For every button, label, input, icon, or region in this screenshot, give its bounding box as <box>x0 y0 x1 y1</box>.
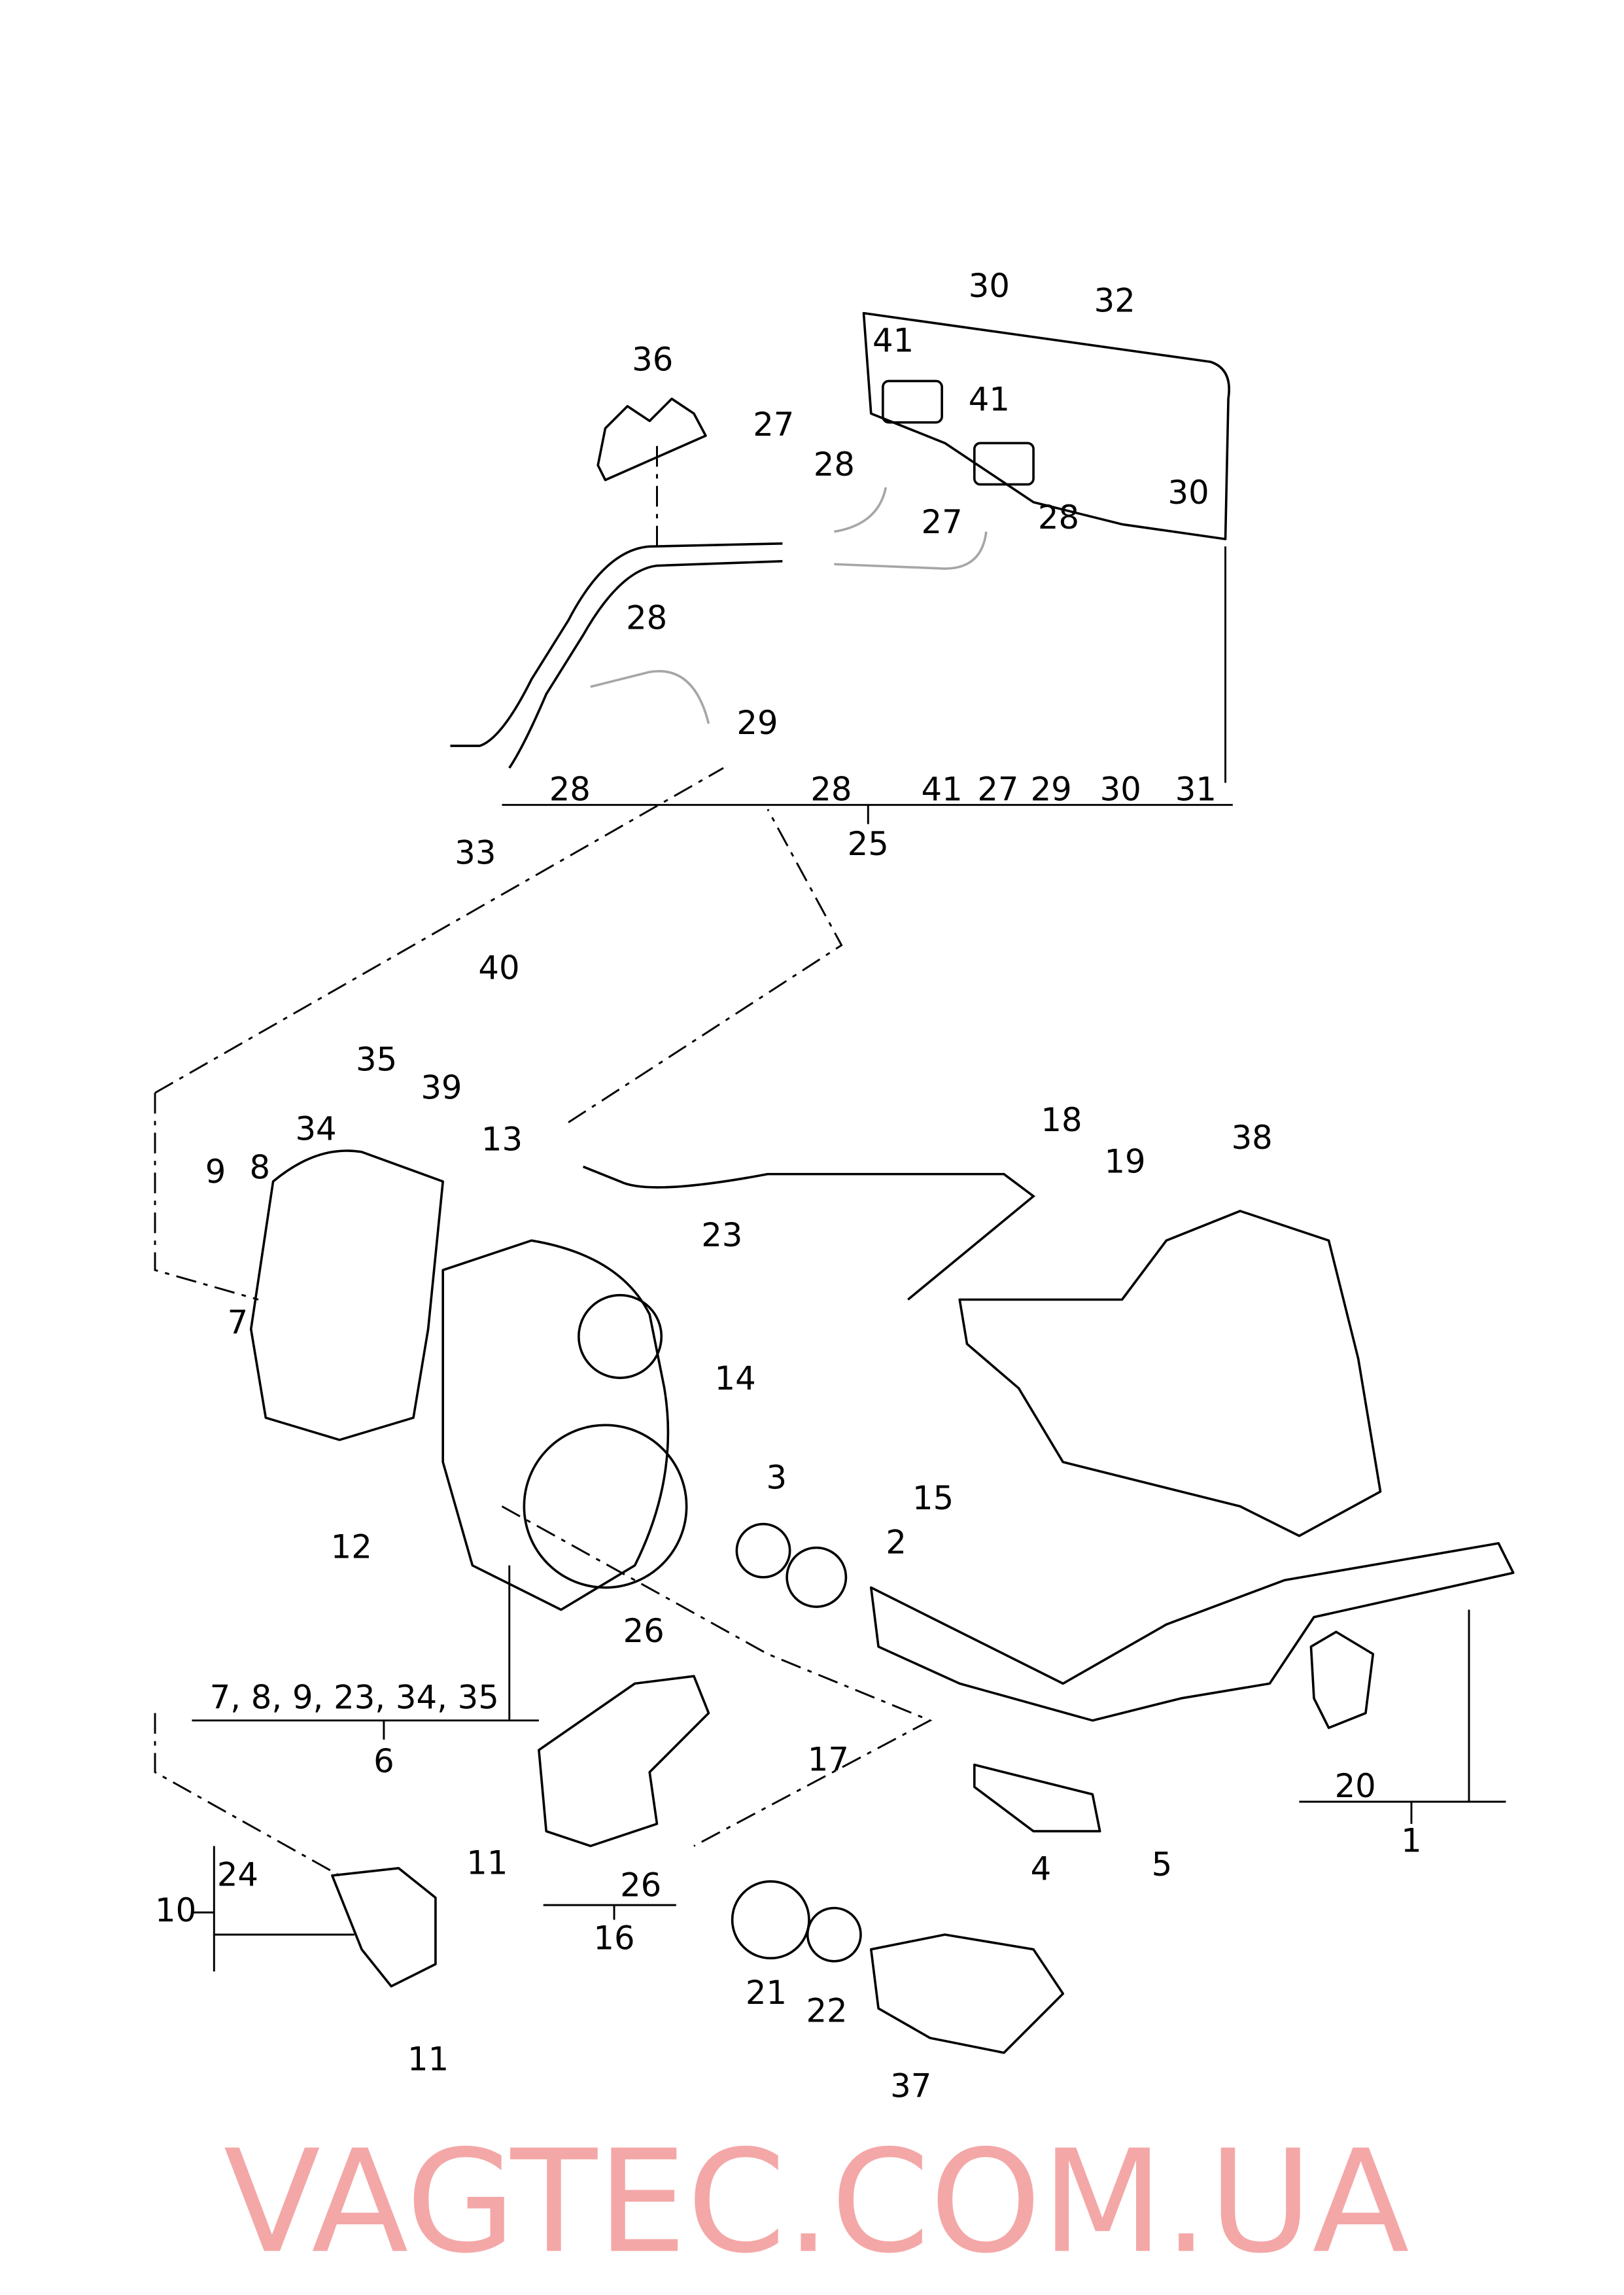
callout: 41 <box>922 770 963 808</box>
callout: 22 <box>806 1991 847 2029</box>
callout: 40 <box>478 949 519 987</box>
leader-lines <box>154 443 1506 1972</box>
support-16 <box>538 1675 710 1848</box>
callout: 30 <box>969 267 1010 305</box>
callout: 10 <box>155 1891 196 1929</box>
heat-shield-34 <box>249 1149 444 1441</box>
turbocharger-6 <box>441 1239 670 1611</box>
clamp-21 <box>731 1880 810 1960</box>
callout: 26 <box>623 1612 665 1650</box>
callout: 21 <box>746 1974 787 2012</box>
callout: 41 <box>872 321 914 359</box>
callout: 28 <box>814 446 855 483</box>
callout: 30 <box>1100 770 1141 808</box>
callout: 12 <box>331 1528 372 1566</box>
callout: 29 <box>736 704 778 742</box>
callout: 28 <box>549 770 591 808</box>
callout: 13 <box>481 1120 523 1158</box>
callout: 28 <box>1038 499 1079 536</box>
pressure-pipe-upper <box>450 542 783 747</box>
pressure-pipe-lower <box>508 560 783 769</box>
callout: 35 <box>356 1041 397 1079</box>
hose-28c <box>590 670 710 724</box>
callout: 1 <box>1401 1822 1422 1860</box>
callout: 25 <box>848 825 889 863</box>
callout: 17 <box>808 1741 849 1779</box>
hose-28b <box>834 531 988 570</box>
callout: 39 <box>421 1068 462 1106</box>
callout: 27 <box>922 503 963 541</box>
callout: 16 <box>593 1919 634 1957</box>
callout: 9 <box>205 1153 226 1191</box>
callout: 18 <box>1041 1101 1082 1139</box>
turbo-outlet <box>578 1293 663 1379</box>
callout: 15 <box>912 1479 954 1517</box>
callout: 4 <box>1031 1850 1052 1888</box>
callout: 14 <box>715 1359 756 1397</box>
callout: 7, 8, 9, 23, 34, 35 <box>210 1679 499 1717</box>
callout: 8 <box>249 1148 270 1186</box>
exhaust-manifold-38 <box>958 1210 1382 1537</box>
part-outlines <box>249 311 1515 2054</box>
callout: 7 <box>228 1303 249 1341</box>
callout: 37 <box>890 2067 931 2105</box>
callout: 36 <box>632 341 673 379</box>
egr-pipe-23 <box>582 1165 1036 1301</box>
callout: 3 <box>767 1458 787 1496</box>
callout: 11 <box>407 2041 449 2078</box>
callout: 31 <box>1175 770 1217 808</box>
callout-labels: 30 32 36 41 41 27 28 27 28 30 28 29 28 2… <box>155 267 1422 2105</box>
callout: 5 <box>1152 1846 1173 1883</box>
gasket-4 <box>973 1763 1101 1832</box>
callout: 27 <box>977 770 1018 808</box>
callout: 28 <box>810 770 852 808</box>
callout: 20 <box>1335 1767 1376 1805</box>
hose-28a <box>834 487 888 533</box>
bracket-10 <box>331 1866 437 1988</box>
watermark: VAGTEC.COM.UA <box>224 2120 1409 2285</box>
callout: 34 <box>295 1110 336 1148</box>
catalyst-flange <box>523 1424 688 1589</box>
callout: 41 <box>969 381 1010 419</box>
callout: 38 <box>1232 1119 1273 1157</box>
pressure-sensor-41b <box>973 442 1035 486</box>
callout: 6 <box>373 1742 394 1780</box>
callout: 30 <box>1168 474 1209 512</box>
clip-36 <box>596 397 707 482</box>
callout: 26 <box>620 1866 661 1904</box>
egr-cooler-37 <box>869 1933 1065 2054</box>
callout: 29 <box>1031 770 1072 808</box>
bracket-31 <box>862 311 1230 540</box>
callout: 2 <box>886 1524 907 1562</box>
callout: 28 <box>626 599 667 637</box>
callout: 24 <box>217 1856 258 1894</box>
exhaust-pipe-1 <box>869 1542 1515 1722</box>
pressure-sensor-41a <box>882 379 943 424</box>
bracket-20 <box>1309 1630 1375 1729</box>
callout: 33 <box>455 834 496 872</box>
callout: 11 <box>466 1844 508 1882</box>
gasket-3 <box>735 1522 791 1579</box>
callout: 19 <box>1104 1142 1145 1180</box>
callout: 23 <box>701 1216 742 1254</box>
callout: 27 <box>753 406 794 444</box>
callout: 32 <box>1094 281 1135 319</box>
gasket-22 <box>806 1906 862 1963</box>
clamp-2 <box>786 1546 848 1608</box>
